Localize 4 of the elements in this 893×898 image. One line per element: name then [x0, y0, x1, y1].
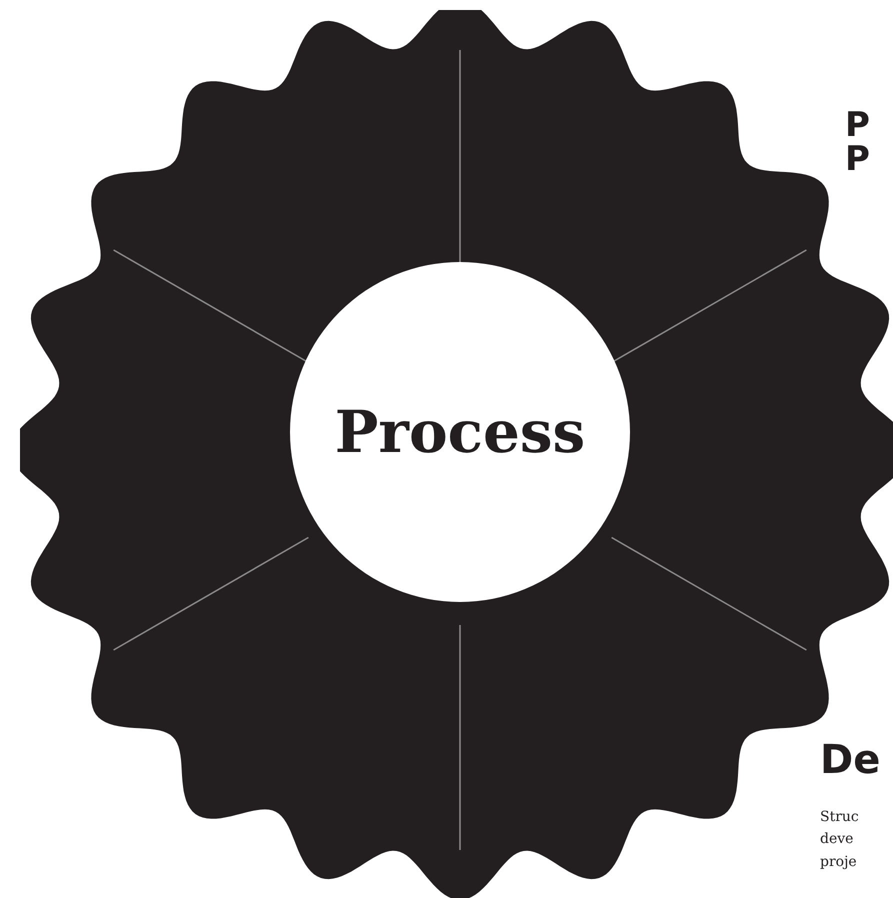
- heading-text: De: [820, 738, 882, 782]
- center-title: Process: [334, 398, 586, 466]
- description-text: Struc deve proje: [820, 808, 860, 872]
- heading-text: P P: [845, 108, 871, 176]
